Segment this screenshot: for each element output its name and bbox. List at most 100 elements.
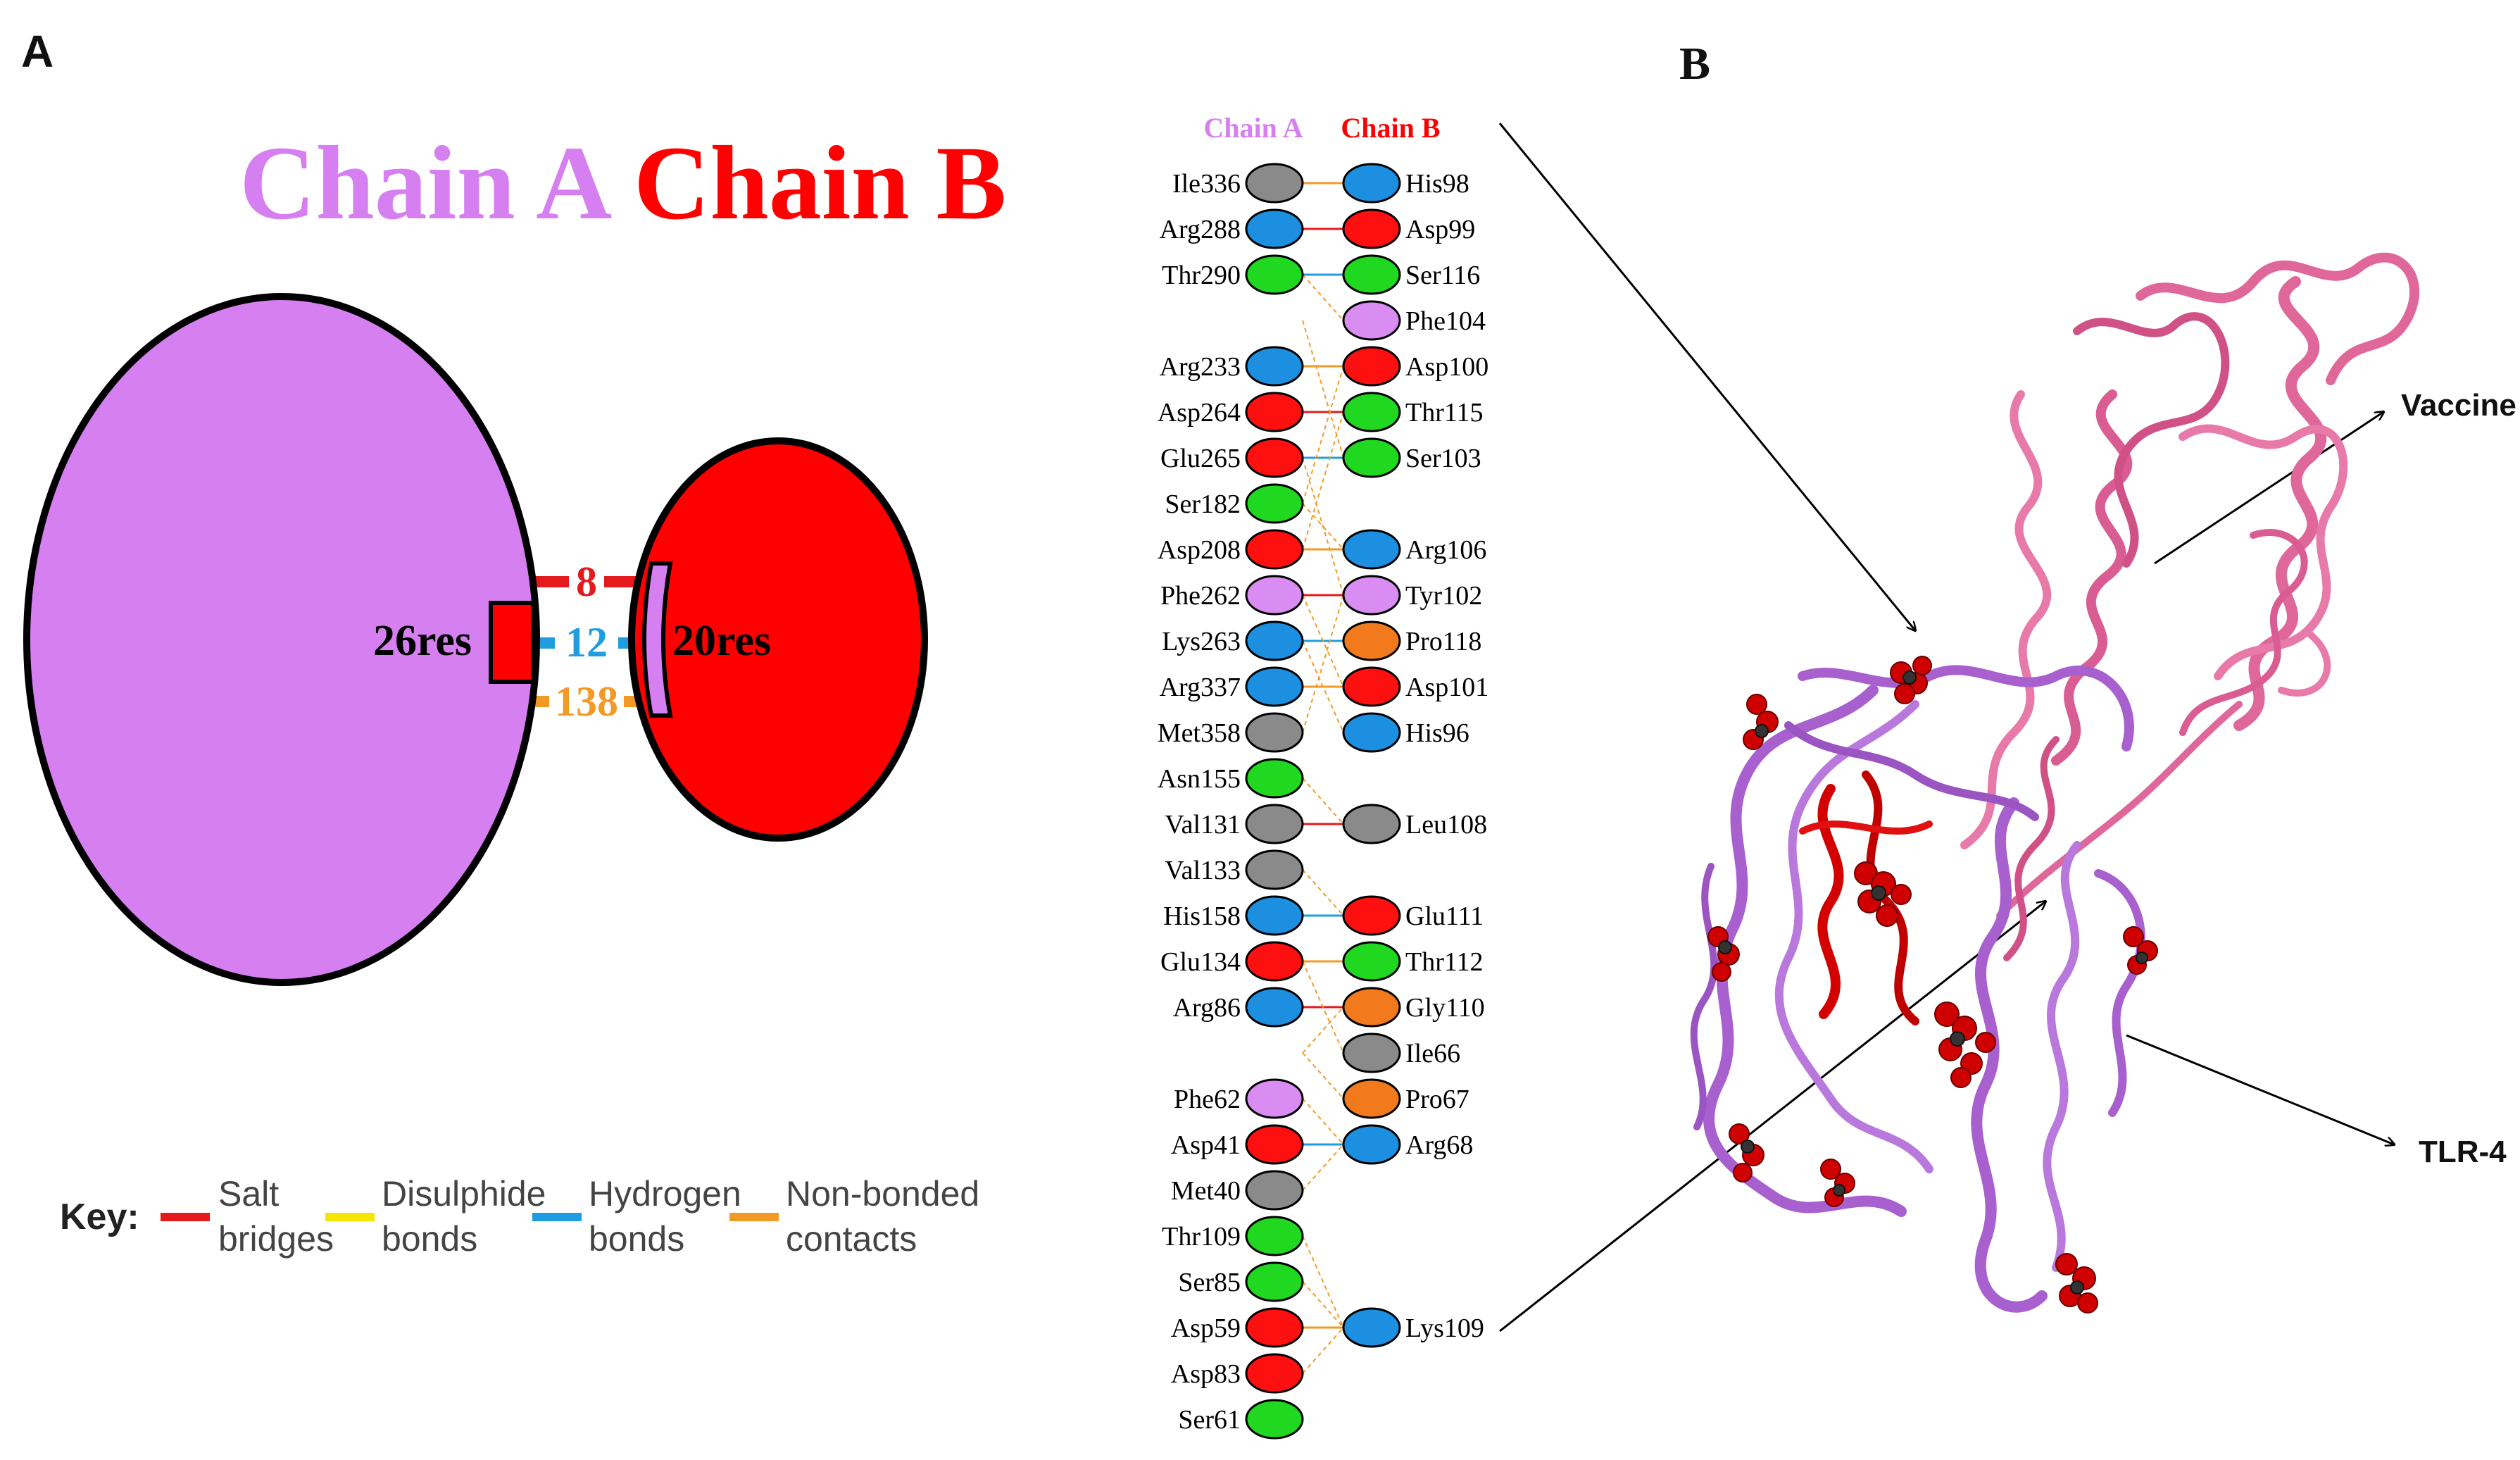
non-bonded-contact-line	[1302, 1144, 1344, 1191]
non-bonded-contact-line	[1302, 503, 1344, 550]
non-bonded-contact-line	[1302, 869, 1344, 916]
residue-node	[1245, 987, 1304, 1028]
residue-label: Asp101	[1405, 673, 1488, 702]
residue-label: His158	[1163, 901, 1241, 931]
key-disulphide-line2: bonds	[382, 1219, 477, 1259]
residue-node	[1342, 163, 1401, 204]
residue-label: Asp264	[1158, 398, 1241, 428]
residue-label: Phe104	[1405, 306, 1486, 336]
map-to-structure-arrow-bottom	[1499, 901, 2045, 1333]
key-salt-line2: bridges	[218, 1219, 334, 1259]
vaccine-label: Vaccine	[2401, 388, 2516, 423]
residue-node	[1342, 1307, 1401, 1348]
key-nonbonded-line1: Non-bonded	[786, 1174, 979, 1213]
hydrogen-bonds-count: 12	[565, 619, 608, 666]
residue-label: Phe62	[1174, 1085, 1241, 1114]
tlr4-ribbon-structure	[1690, 665, 2145, 1313]
residue-node	[1342, 895, 1401, 936]
residue-node	[1245, 1078, 1304, 1119]
residue-label: Pro118	[1405, 627, 1481, 656]
residue-label: Leu108	[1405, 810, 1487, 840]
residue-node	[1342, 804, 1401, 844]
residue-label: Val133	[1165, 856, 1241, 885]
residue-label: Arg233	[1160, 352, 1241, 382]
residue-node	[1342, 254, 1401, 295]
residue-label: Tyr102	[1405, 581, 1482, 611]
residue-node	[1245, 529, 1304, 570]
key-salt-line1: Salt	[218, 1174, 279, 1213]
non-bonded-contact-line	[1302, 778, 1344, 825]
residue-node	[1245, 575, 1304, 616]
key-hydrogen-line1: Hydrogen	[589, 1174, 741, 1213]
non-bonded-count: 138	[555, 678, 618, 725]
chain-b-header: Chain B	[1341, 112, 1440, 144]
residue-node	[1245, 1307, 1304, 1348]
residue-label: Thr112	[1405, 947, 1483, 977]
residue-label: Asp99	[1405, 215, 1475, 244]
residue-node	[1342, 346, 1401, 387]
residue-node	[1342, 575, 1401, 616]
key-nonbonded-line2: contacts	[786, 1219, 917, 1259]
residue-label: Arg337	[1160, 673, 1241, 702]
residue-node	[1342, 208, 1401, 249]
key-hydrogen-line2: bonds	[589, 1219, 684, 1259]
residue-node	[1245, 254, 1304, 295]
non-bonded-contact-line	[1302, 457, 1344, 596]
chain-b-interface-patch	[642, 561, 673, 718]
residue-label: Lys263	[1162, 627, 1241, 656]
residue-label: Met358	[1158, 718, 1241, 748]
interface-ribbon	[1799, 770, 1933, 1025]
map-to-structure-arrow-top	[1498, 123, 1915, 630]
residue-label: Glu111	[1405, 901, 1484, 931]
residue-label: Lys109	[1405, 1314, 1484, 1343]
residue-node	[1245, 163, 1304, 204]
residue-label: Met40	[1171, 1176, 1241, 1206]
residue-label: Ser61	[1178, 1405, 1241, 1435]
residue-node	[1342, 987, 1401, 1028]
residue-label: Ser103	[1405, 444, 1481, 473]
residue-node	[1342, 392, 1401, 432]
residue-label: His98	[1405, 169, 1469, 199]
residue-label: Ile336	[1172, 169, 1241, 199]
residue-interaction-map: Chain A Chain B Ile336Arg288Thr290Arg233…	[1158, 112, 1488, 1440]
salt-bridges-count: 8	[576, 559, 597, 605]
residue-label: Thr115	[1405, 398, 1483, 428]
residue-node	[1342, 941, 1401, 982]
vaccine-ribbon-structure	[1960, 252, 2420, 961]
non-bonded-contact-line	[1302, 1098, 1344, 1145]
chain-b-residue-count: 20res	[672, 617, 771, 665]
residue-node	[1245, 849, 1304, 890]
residue-label: Gly110	[1405, 993, 1485, 1023]
residue-node	[1245, 895, 1304, 936]
residue-label: Glu265	[1160, 444, 1241, 473]
non-bonded-contact-line	[1302, 594, 1344, 687]
residue-label: Ser85	[1178, 1268, 1241, 1297]
non-bonded-contact-line	[1302, 411, 1344, 550]
panel-a-label: A	[21, 26, 54, 77]
residue-label: Ser182	[1165, 489, 1241, 519]
residue-label: Thr109	[1162, 1222, 1241, 1252]
residue-label: Thr290	[1162, 261, 1241, 290]
residue-node	[1245, 712, 1304, 753]
chain-a-circle	[23, 293, 540, 986]
ligand-sphere-clusters	[1707, 656, 2158, 1314]
residue-label: His96	[1405, 718, 1469, 748]
residue-node	[1245, 1216, 1304, 1256]
residue-node	[1245, 392, 1304, 432]
tlr4-label: TLR-4	[2419, 1135, 2507, 1169]
residue-label: Asp59	[1171, 1314, 1241, 1343]
residue-label: Asp100	[1405, 352, 1488, 382]
chain-a-interface-patch	[489, 601, 535, 684]
residue-node	[1342, 620, 1401, 661]
non-bonded-contact-line	[1302, 274, 1344, 321]
chain-a-title: Chain A	[239, 125, 612, 242]
non-bonded-contact-line	[1302, 1006, 1344, 1054]
non-bonded-contact-line	[1302, 640, 1344, 733]
contact-lines	[1302, 182, 1344, 1374]
residue-node	[1245, 1124, 1304, 1165]
residue-node	[1245, 1353, 1304, 1394]
panel-b-label: B	[1679, 38, 1710, 89]
residue-node	[1245, 666, 1304, 707]
residue-node	[1245, 1399, 1304, 1440]
residue-label: Phe262	[1160, 581, 1241, 611]
